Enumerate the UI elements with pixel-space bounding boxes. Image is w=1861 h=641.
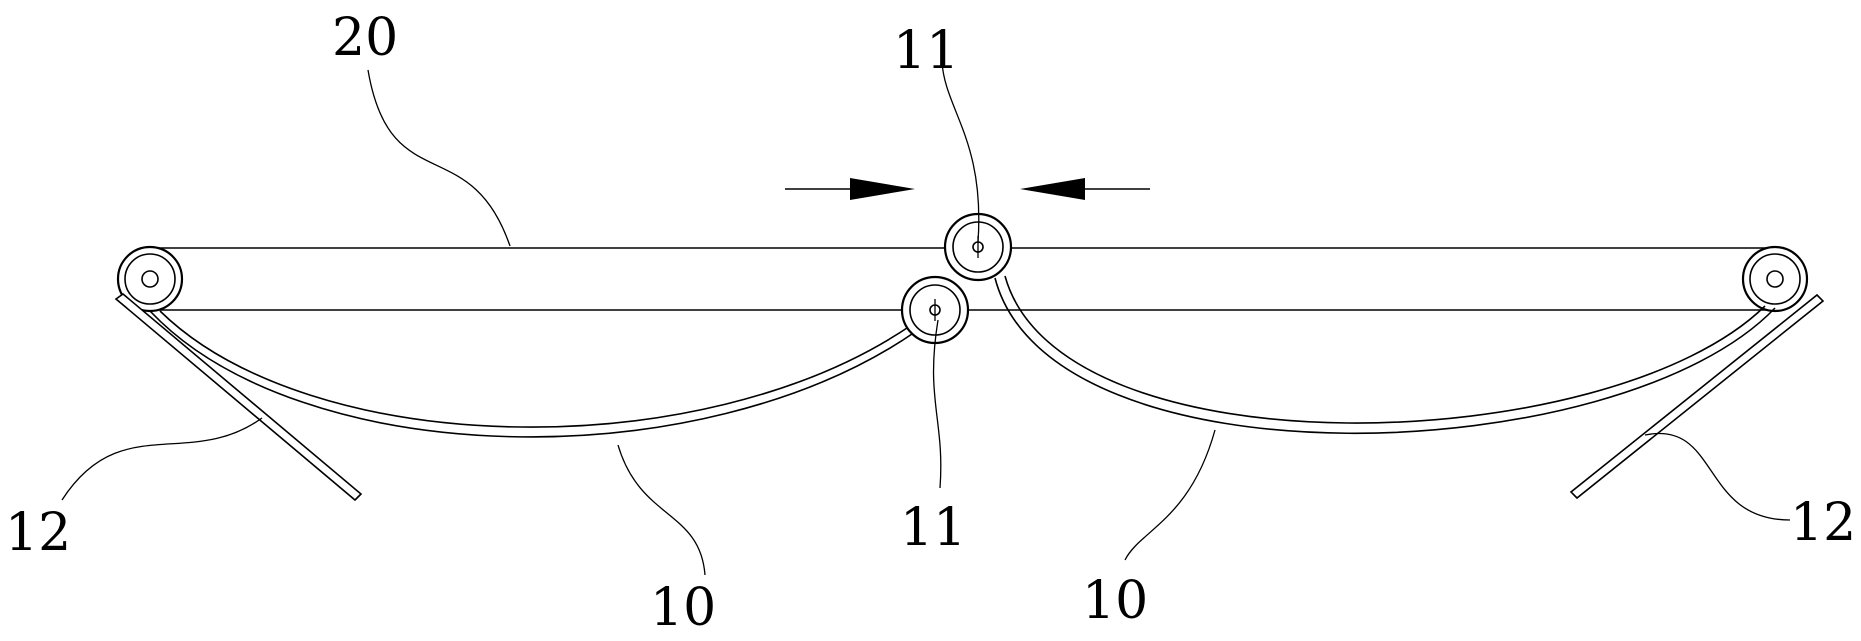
leader-left-12 (61, 417, 263, 501)
right-end-roller (1741, 245, 1809, 313)
leader-lines (61, 61, 1791, 576)
leader-right-12 (1644, 432, 1791, 521)
leader-upper-11 (941, 61, 980, 243)
label-left-12: 12 (5, 503, 71, 563)
left-end-roller (116, 245, 184, 313)
label-right-10: 10 (1082, 571, 1148, 631)
label-20: 20 (332, 8, 398, 68)
left-arc-10 (149, 310, 916, 438)
left-plate-12 (114, 292, 363, 502)
leader-right-10 (1124, 429, 1216, 561)
leader-lower-11 (932, 319, 942, 489)
label-upper-11: 11 (893, 21, 959, 81)
label-left-10: 10 (650, 578, 716, 638)
right-plate-12 (1569, 293, 1825, 500)
right-arc-10 (994, 275, 1776, 435)
label-right-12: 12 (1790, 493, 1856, 553)
leader-left-10 (617, 444, 706, 576)
label-lower-11: 11 (900, 498, 966, 558)
lower-roller-11 (900, 275, 970, 345)
arrow-left (1020, 178, 1150, 200)
upper-roller-11 (943, 212, 1013, 282)
arrow-right (785, 178, 915, 200)
leader-20 (367, 69, 511, 247)
